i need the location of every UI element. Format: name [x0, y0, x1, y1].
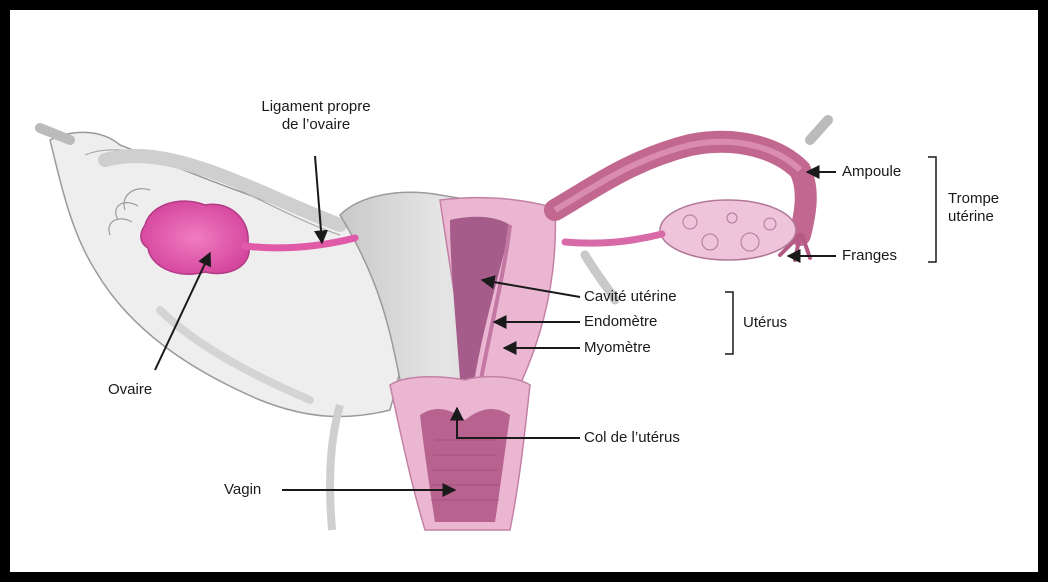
label-vagin: Vagin [224, 481, 261, 499]
label-ligament: Ligament propre de l’ovaire [236, 98, 396, 134]
ovary-right [660, 200, 796, 260]
label-col: Col de l’utérus [584, 429, 680, 447]
label-franges: Franges [842, 247, 897, 265]
label-cavite: Cavité utérine [584, 288, 677, 306]
anatomy-illustration [10, 10, 1038, 572]
label-uterus: Utérus [743, 314, 787, 332]
bracket-trompe [928, 157, 936, 262]
vaginal-canal [420, 409, 510, 522]
label-trompe-line2: utérine [948, 208, 999, 226]
label-ligament-line2: de l’ovaire [236, 116, 396, 134]
label-ampoule: Ampoule [842, 163, 901, 181]
label-ligament-line1: Ligament propre [236, 98, 396, 116]
label-ovaire: Ovaire [108, 381, 152, 399]
diagram-frame: Ligament propre de l’ovaire Ovaire Ampou… [10, 10, 1038, 572]
label-trompe: Trompe utérine [948, 190, 999, 226]
label-trompe-line1: Trompe [948, 190, 999, 208]
label-myometre: Myomètre [584, 339, 651, 357]
ovary-left [141, 201, 249, 274]
label-endometre: Endomètre [584, 313, 657, 331]
bracket-uterus [725, 292, 733, 354]
